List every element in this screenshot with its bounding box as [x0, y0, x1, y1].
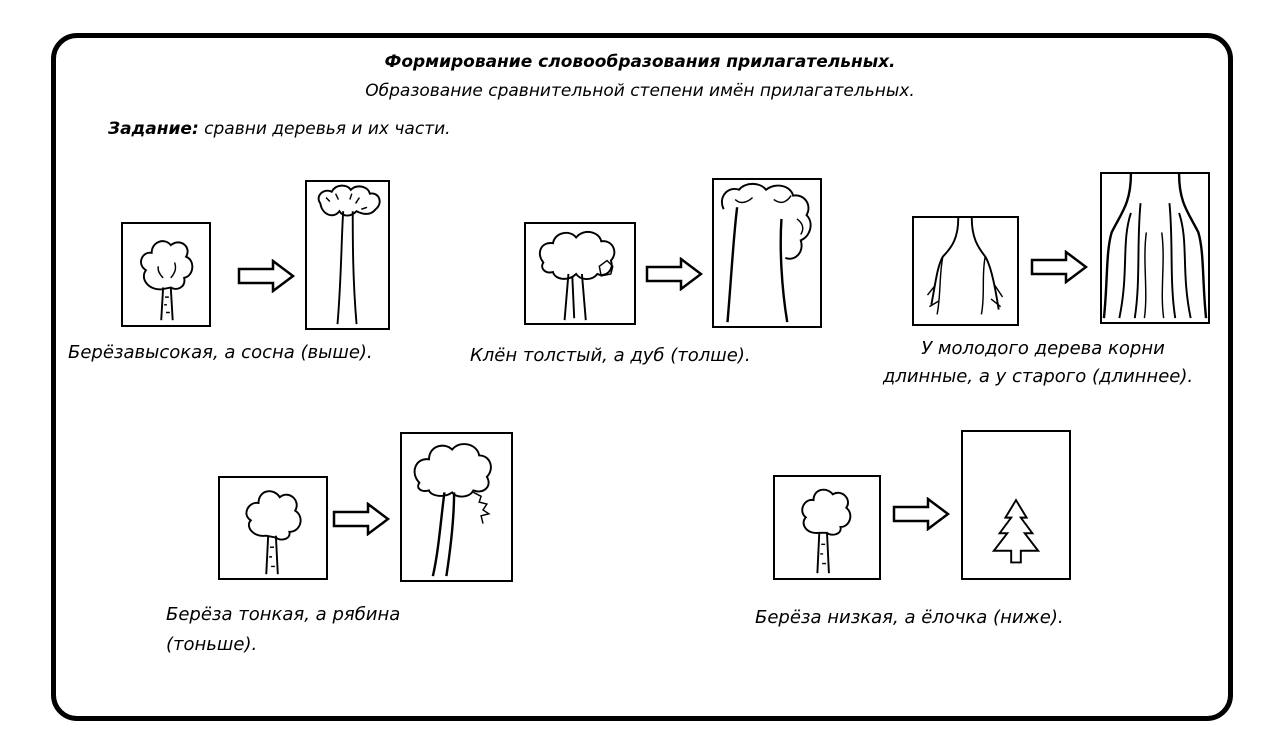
- oak-trunk-icon: [721, 182, 812, 323]
- pair-4-caption-line2: (тоньше).: [166, 634, 258, 655]
- pair-3-caption-line2: длинные, а у старого (длиннее).: [882, 366, 1194, 387]
- pair-3-arrow: [1030, 250, 1088, 284]
- pair-5-left-picture: [773, 475, 881, 580]
- arrow-right-icon: [237, 259, 295, 293]
- pair-4-arrow: [332, 502, 390, 536]
- task-text: сравни деревья и их части.: [198, 119, 451, 139]
- arrow-right-icon: [1030, 250, 1088, 284]
- pair-5-right-picture: [961, 430, 1071, 580]
- pair-1-right-picture: [305, 180, 390, 330]
- arrow-right-icon: [892, 497, 950, 531]
- pair-4-left-picture: [218, 476, 328, 580]
- pair-4-caption-line1: Берёза тонкая, а рябина: [166, 604, 401, 625]
- pair-2-left-picture: [524, 222, 636, 325]
- birch-tree-icon: [245, 490, 302, 575]
- pair-3-right-picture: [1100, 172, 1210, 324]
- pair-3-caption-line1: У молодого дерева корни: [921, 338, 1165, 359]
- old-roots-icon: [1102, 174, 1208, 319]
- birch-tree-icon: [801, 488, 852, 574]
- birch-tree-icon: [140, 240, 194, 321]
- pair-2-caption: Клён толстый, а дуб (толше).: [470, 345, 751, 366]
- pair-3-left-picture: [912, 216, 1019, 326]
- page-title: Формирование словообразования прилагател…: [384, 52, 896, 72]
- rowan-tree-icon: [413, 443, 492, 577]
- pine-tree-icon: [317, 184, 381, 325]
- pair-5-caption: Берёза низкая, а ёлочка (ниже).: [755, 607, 1064, 628]
- pair-1-caption: Берёзавысокая, а сосна (выше).: [68, 342, 373, 363]
- pair-1-left-picture: [121, 222, 211, 327]
- task-line: Задание: сравни деревья и их части.: [108, 119, 451, 139]
- pair-4-right-picture: [400, 432, 513, 582]
- task-label: Задание:: [108, 119, 199, 139]
- maple-tree-icon: [539, 230, 616, 321]
- page-subtitle: Образование сравнительной степени имён п…: [365, 81, 915, 101]
- worksheet-frame: [51, 33, 1233, 721]
- young-roots-icon: [926, 218, 1004, 315]
- fir-tree-icon: [991, 498, 1041, 564]
- pair-1-arrow: [237, 259, 295, 293]
- pair-5-arrow: [892, 497, 950, 531]
- pair-2-right-picture: [712, 178, 822, 328]
- arrow-right-icon: [645, 257, 703, 291]
- arrow-right-icon: [332, 502, 390, 536]
- pair-2-arrow: [645, 257, 703, 291]
